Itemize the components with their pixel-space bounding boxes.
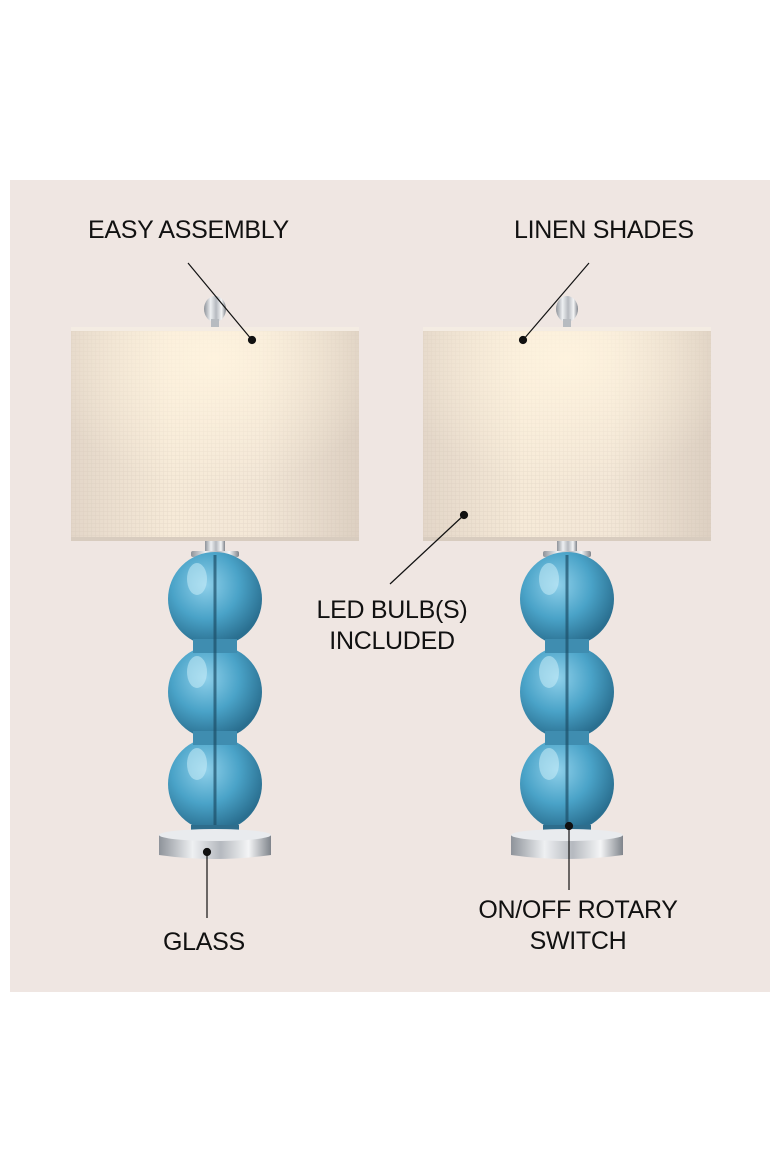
easy-assembly-label: EASY ASSEMBLY <box>88 216 289 244</box>
left-lamp-icon <box>71 296 359 859</box>
linen-shades-label: LINEN SHADES <box>514 216 694 244</box>
right-lamp-icon <box>423 296 711 859</box>
callout-dot-easy-assembly <box>247 335 257 345</box>
glass-label: GLASS <box>163 928 245 956</box>
rotary-switch-line1: ON/OFF ROTARY <box>478 896 678 924</box>
rotary-switch-label: ON/OFF ROTARY SWITCH <box>473 895 683 957</box>
callout-line-linen-shades <box>522 262 590 341</box>
led-bulbs-line2: INCLUDED <box>329 627 455 655</box>
led-bulbs-label: LED BULB(S) INCLUDED <box>313 595 471 657</box>
rotary-switch-line2: SWITCH <box>529 927 627 955</box>
callout-dot-linen-shades <box>518 335 528 345</box>
callout-line-led-bulbs <box>389 514 465 585</box>
led-bulbs-line1: LED BULB(S) <box>316 596 468 624</box>
callout-dot-led-bulbs <box>459 510 469 520</box>
callout-line-easy-assembly <box>187 262 253 341</box>
callout-dot-switch <box>564 821 574 831</box>
product-feature-panel <box>10 180 770 992</box>
callout-dot-glass <box>202 847 212 857</box>
